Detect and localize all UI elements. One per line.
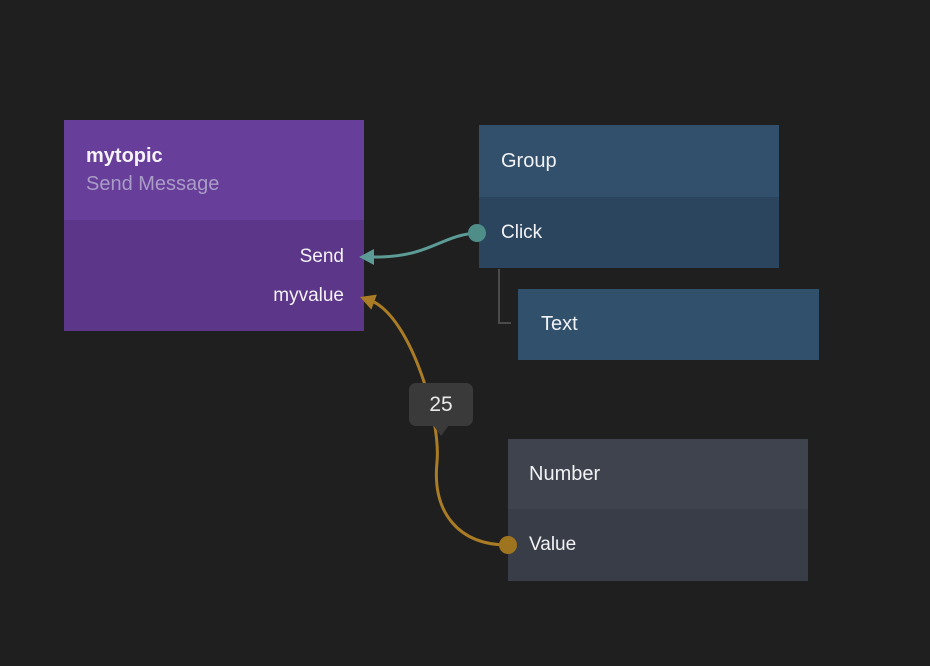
parent-child-connector-line — [498, 269, 511, 324]
connection-value-badge: 25 — [409, 383, 473, 436]
connection-value-text: 25 — [429, 392, 453, 416]
node-text[interactable]: Text — [518, 289, 819, 360]
node-send-message-body: Send myvalue — [64, 220, 364, 331]
node-number[interactable]: Number Value — [508, 439, 808, 581]
arrowhead-send-icon — [359, 249, 374, 265]
port-dot-value-icon[interactable] — [499, 536, 517, 554]
wire-click-to-send[interactable] — [370, 231, 479, 259]
node-send-message-header: mytopic Send Message — [64, 120, 364, 220]
node-subtitle: Send Message — [86, 173, 220, 195]
node-number-header: Number — [508, 439, 808, 509]
node-title: mytopic — [86, 145, 163, 167]
port-send-label: Send — [299, 245, 344, 267]
node-send-message[interactable]: mytopic Send Message Send myvalue — [64, 120, 364, 331]
port-value[interactable]: Value — [508, 509, 808, 581]
node-title: Group — [501, 149, 557, 172]
port-dot-click-icon[interactable] — [468, 224, 486, 242]
node-title: Text — [541, 313, 578, 335]
port-myvalue[interactable]: myvalue — [64, 276, 364, 315]
arrowhead-myvalue-icon — [360, 294, 377, 310]
node-group[interactable]: Group Click — [479, 125, 779, 268]
wire-value-to-myvalue[interactable] — [372, 300, 510, 547]
port-value-label: Value — [529, 534, 577, 555]
badge-tail-icon — [433, 425, 449, 436]
port-click[interactable]: Click — [479, 197, 779, 268]
node-title: Number — [529, 462, 601, 485]
port-send[interactable]: Send — [64, 237, 364, 276]
node-group-header: Group — [479, 125, 779, 197]
port-click-label: Click — [501, 221, 543, 243]
port-myvalue-label: myvalue — [273, 284, 344, 306]
